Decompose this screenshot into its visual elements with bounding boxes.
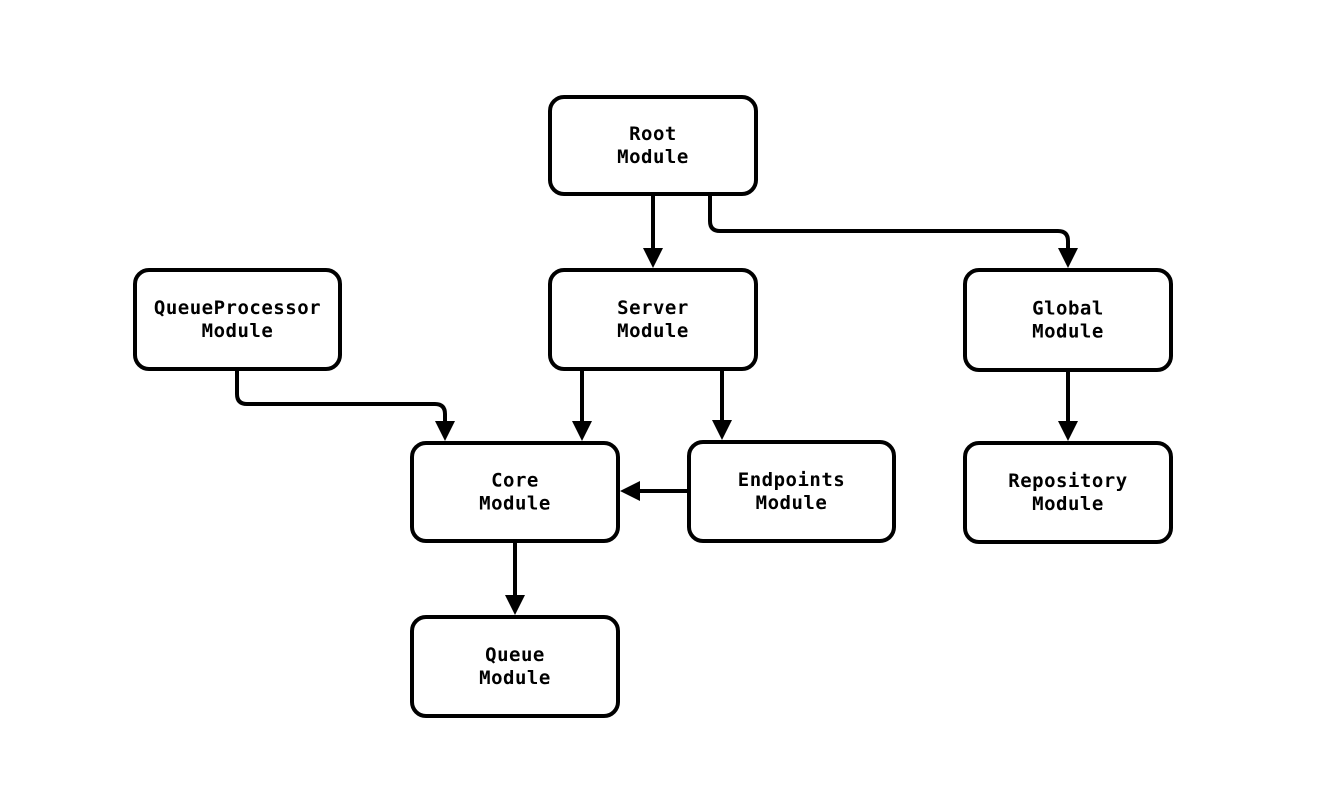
queue-module-node-box[interactable] xyxy=(410,615,620,718)
edge-endpoints-to-core xyxy=(620,481,687,501)
edge-root-to-global xyxy=(708,196,1078,268)
edge-core-to-queue xyxy=(505,543,525,615)
edge-root-to-global-line xyxy=(708,196,1070,252)
edge-server-to-endpoints xyxy=(712,371,732,440)
edge-server-to-endpoints-arrowhead-icon xyxy=(712,420,732,440)
global-module-node-box[interactable] xyxy=(963,268,1173,372)
edge-queueprocessor-to-core-line xyxy=(235,371,447,425)
repository-module-node-box[interactable] xyxy=(963,441,1173,544)
edge-server-to-core xyxy=(572,371,592,441)
nodes-layer: RootModuleQueueProcessorModuleServerModu… xyxy=(133,95,1173,718)
queue-module-node-label-line1: Queue xyxy=(485,644,545,666)
global-module-node-label-line1: Global xyxy=(1032,298,1104,320)
repository-module-node-label-line2: Module xyxy=(1032,493,1104,515)
edge-endpoints-to-core-arrowhead-icon xyxy=(620,481,640,501)
edge-server-to-core-arrowhead-icon xyxy=(572,421,592,441)
server-module-node-label-line1: Server xyxy=(617,297,689,319)
queueprocessor-module-node-box[interactable] xyxy=(133,268,342,371)
global-module-node-label-line2: Module xyxy=(1032,321,1104,343)
server-module-node-label-line2: Module xyxy=(617,320,689,342)
edge-queueprocessor-to-core-arrowhead-icon xyxy=(435,421,455,441)
edge-root-to-global-arrowhead-icon xyxy=(1058,248,1078,268)
edge-global-to-repository-arrowhead-icon xyxy=(1058,421,1078,441)
core-module-node-label-line2: Module xyxy=(479,493,551,515)
endpoints-module-node-label-line2: Module xyxy=(756,492,828,514)
endpoints-module-node-label-line1: Endpoints xyxy=(738,469,845,491)
root-module-node-box[interactable] xyxy=(548,95,758,196)
edge-global-to-repository xyxy=(1058,372,1078,441)
edge-core-to-queue-arrowhead-icon xyxy=(505,595,525,615)
edge-queueprocessor-to-core xyxy=(235,371,455,441)
server-module-node-box[interactable] xyxy=(548,268,758,371)
endpoints-module-node-box[interactable] xyxy=(687,440,896,543)
queue-module-node-label-line2: Module xyxy=(479,667,551,689)
queueprocessor-module-node-label-line2: Module xyxy=(202,320,274,342)
repository-module-node-label-line1: Repository xyxy=(1008,470,1127,492)
root-module-node-label-line1: Root xyxy=(629,123,677,145)
edges-layer xyxy=(235,196,1078,615)
queueprocessor-module-node-label-line1: QueueProcessor xyxy=(154,297,321,319)
core-module-node-box[interactable] xyxy=(410,441,620,543)
core-module-node-label-line1: Core xyxy=(491,470,539,492)
root-module-node-label-line2: Module xyxy=(617,146,689,168)
edge-root-to-server-arrowhead-icon xyxy=(643,248,663,268)
edge-root-to-server xyxy=(643,196,663,268)
